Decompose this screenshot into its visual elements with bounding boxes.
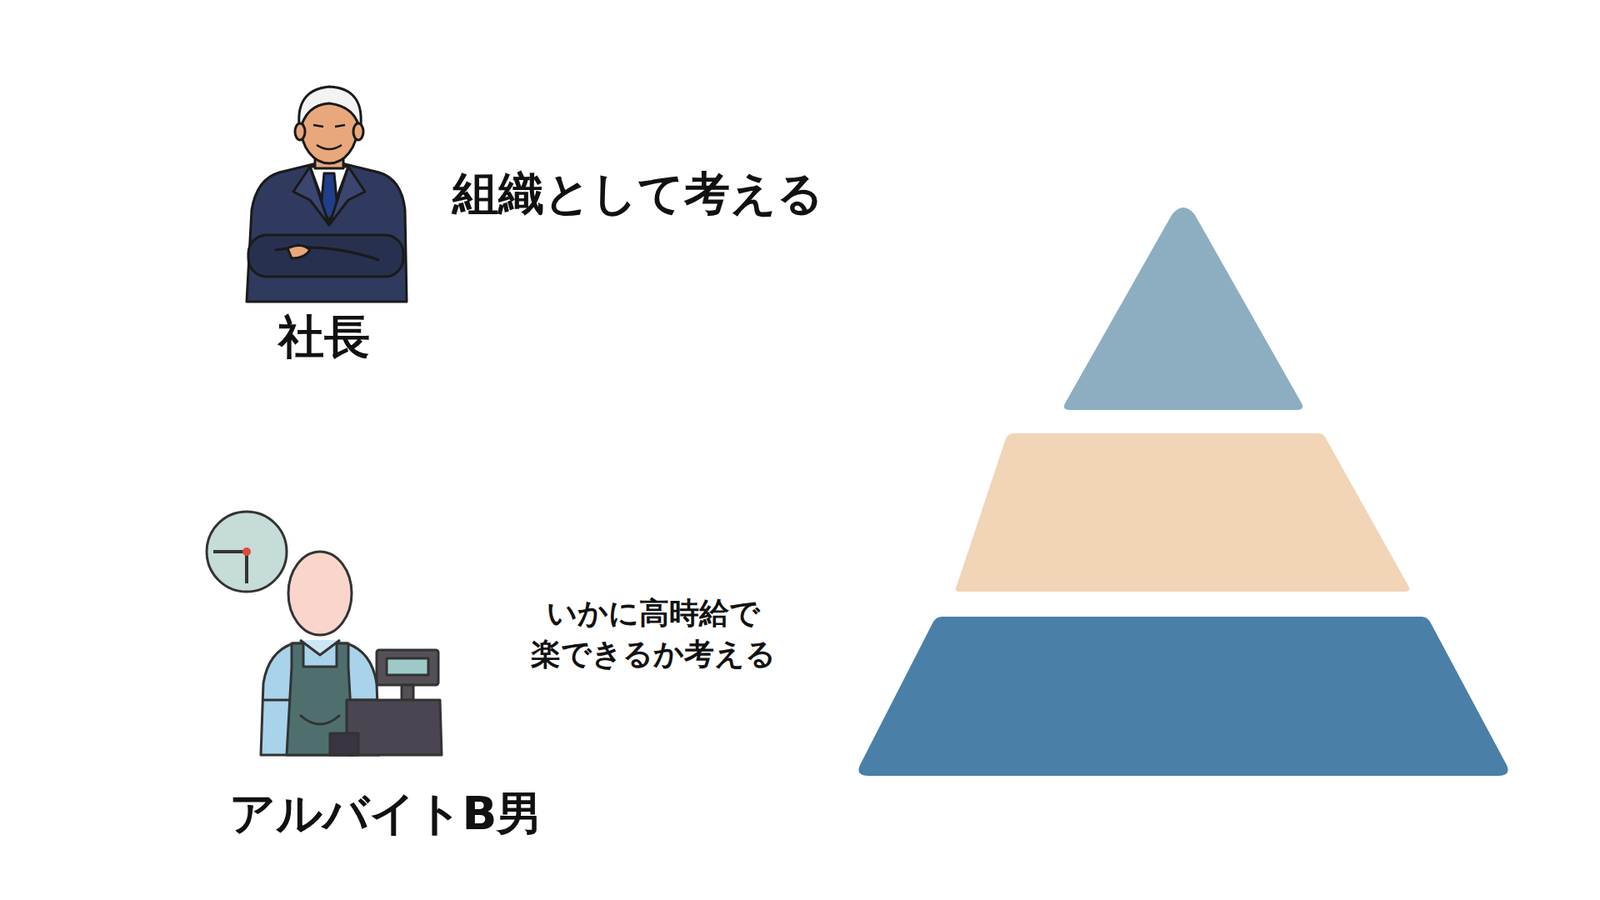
pyramid (858, 207, 1508, 776)
register-monitor (376, 650, 439, 685)
ear-left (295, 123, 305, 140)
clerk-figure (206, 511, 442, 755)
apron-pocket (300, 715, 340, 725)
heading-text: 組織として考える (452, 162, 824, 225)
suit-body (246, 163, 407, 302)
register-screen (386, 658, 429, 675)
lapel-right (329, 166, 365, 225)
eyes (313, 125, 345, 127)
register-base (346, 700, 442, 755)
clerk-head (288, 551, 352, 635)
pyramid-top (1064, 207, 1303, 410)
role-label: 社長 (278, 305, 370, 368)
clock (206, 511, 287, 592)
ear-right (353, 123, 364, 140)
crossed-arms (248, 235, 404, 277)
pyramid-bottom (858, 616, 1508, 776)
hair (299, 86, 361, 132)
role-label: アルバイトB男 (229, 782, 544, 845)
note-text: いかに高時給で 楽できるか考える (529, 593, 779, 675)
lapel-left (293, 166, 330, 225)
smile (316, 145, 342, 150)
pyramid-middle (955, 433, 1410, 592)
register-drawer (330, 733, 359, 755)
clock-hands (213, 551, 247, 584)
clock-center (242, 547, 251, 556)
register-stand (401, 685, 414, 700)
collar (300, 640, 340, 655)
hand-left (287, 245, 310, 259)
president-figure (246, 86, 407, 302)
